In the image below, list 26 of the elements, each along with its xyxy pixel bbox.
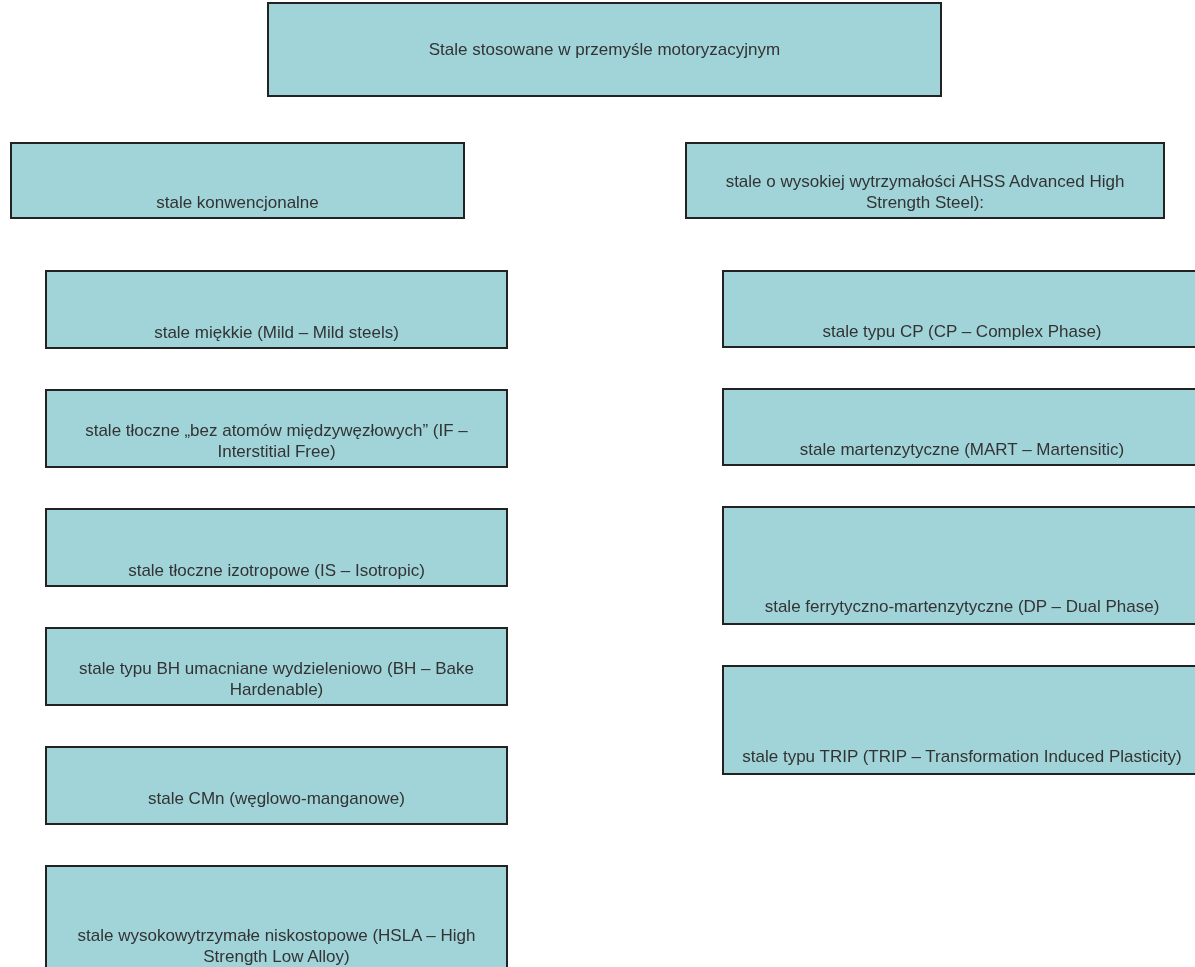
category-box (722, 388, 1195, 466)
box-label: stale typu CP (CP – Complex Phase) (822, 321, 1102, 342)
box-label: stale o wysokiej wytrzymałości AHSS Advanced High Strength Steel): (724, 171, 1126, 213)
category-box (722, 506, 1195, 625)
box-label: stale martenzytyczne (MART – Martensitic) (799, 439, 1125, 460)
title-box (267, 2, 942, 97)
category-box (45, 270, 508, 349)
box-label: stale tłoczne „bez atomów międzywęzłowych” (IF – Interstitial Free) (84, 420, 469, 462)
category-box (45, 508, 508, 587)
category-box (45, 746, 508, 825)
category-box (722, 665, 1195, 775)
box-label: stale typu BH umacniane wydzieleniowo (BH – Bake Hardenable) (78, 658, 475, 700)
category-box (722, 270, 1195, 348)
box-label: stale miękkie (Mild – Mild steels) (154, 322, 399, 343)
box-label: stale konwencjonalne (156, 192, 319, 213)
box-label: stale tłoczne izotropowe (IS – Isotropic) (128, 560, 425, 581)
category-box (45, 865, 508, 967)
box-label: stale wysokowytrzymałe niskostopowe (HSLA – High Strength Low Alloy) (76, 925, 477, 967)
category-box (10, 142, 465, 219)
box-label: stale CMn (węglowo-manganowe) (148, 788, 405, 809)
box-label: stale typu TRIP (TRIP – Transformation Induced Plasticity) (742, 746, 1182, 767)
box-label: Stale stosowane w przemyśle motoryzacyjnym (428, 39, 781, 60)
category-box (45, 627, 508, 706)
category-box (685, 142, 1165, 219)
category-box (45, 389, 508, 468)
box-label: stale ferrytyczno-martenzytyczne (DP – Dual Phase) (764, 596, 1160, 617)
